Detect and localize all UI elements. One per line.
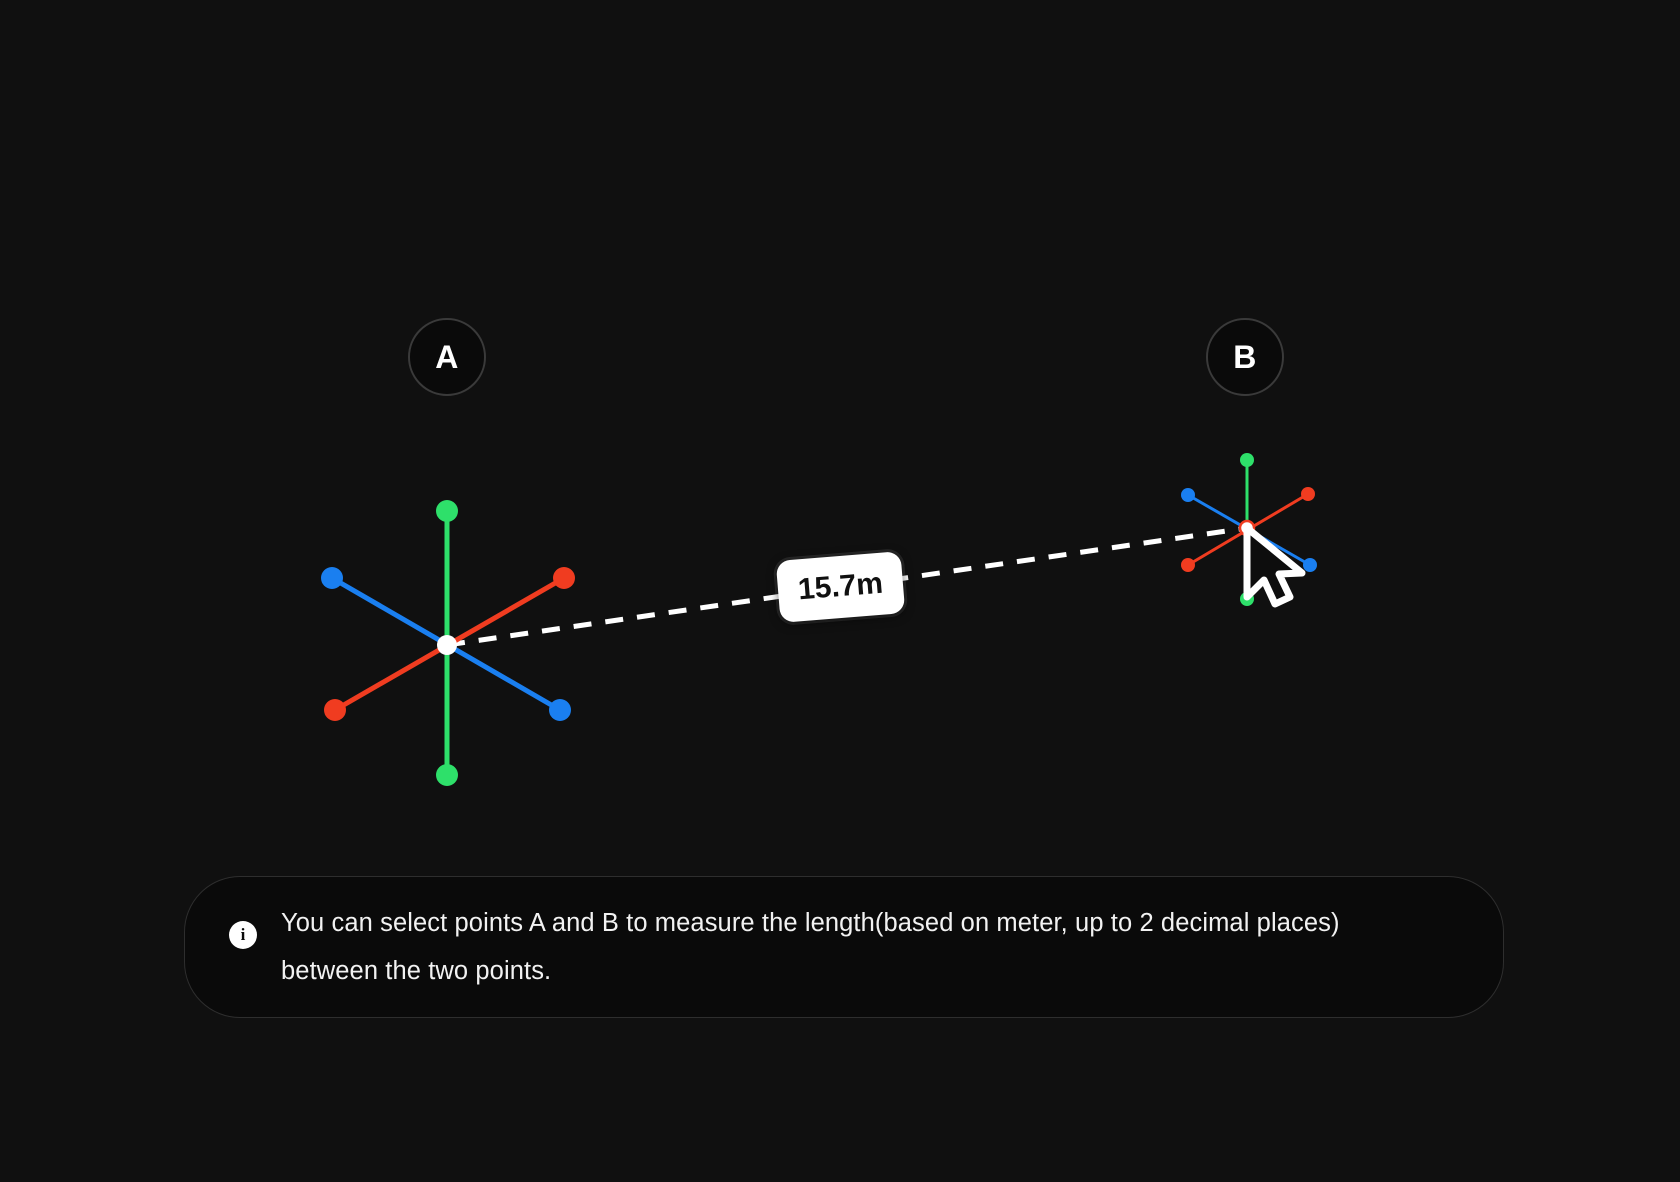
point-b-label: B xyxy=(1233,339,1257,375)
axis-handle-blue-upper-left[interactable] xyxy=(1181,488,1195,502)
distance-value-text: 15.7m xyxy=(796,566,885,607)
axis-handle-green-up[interactable] xyxy=(436,500,458,522)
gizmo-a-origin[interactable] xyxy=(437,635,457,655)
axis-handle-green-down[interactable] xyxy=(436,764,458,786)
point-a-label: A xyxy=(435,339,459,375)
distance-measurement-label[interactable]: 15.7m xyxy=(775,551,906,623)
gizmo-point-a[interactable] xyxy=(321,500,575,786)
axis-handle-red-lower-left[interactable] xyxy=(324,699,346,721)
measurement-dashed-line xyxy=(446,525,1248,648)
info-banner: i You can select points A and B to measu… xyxy=(184,876,1504,1018)
axis-handle-red-upper-right[interactable] xyxy=(553,567,575,589)
point-a-badge[interactable]: A xyxy=(408,318,486,396)
axis-handle-blue-lower-right[interactable] xyxy=(549,699,571,721)
axis-handle-red-upper-right[interactable] xyxy=(1301,487,1315,501)
axis-handle-red-lower-left[interactable] xyxy=(1181,558,1195,572)
point-b-badge[interactable]: B xyxy=(1206,318,1284,396)
axis-handle-green-down[interactable] xyxy=(1240,592,1254,606)
gizmo-b-origin[interactable] xyxy=(1238,519,1256,537)
info-banner-text: You can select points A and B to measure… xyxy=(281,909,1340,985)
info-icon[interactable]: i xyxy=(229,921,257,949)
axis-handle-green-up[interactable] xyxy=(1240,453,1254,467)
axis-handle-blue-lower-right[interactable] xyxy=(1303,558,1317,572)
axis-handle-blue-upper-left[interactable] xyxy=(321,567,343,589)
gizmo-point-b[interactable] xyxy=(1181,453,1317,606)
